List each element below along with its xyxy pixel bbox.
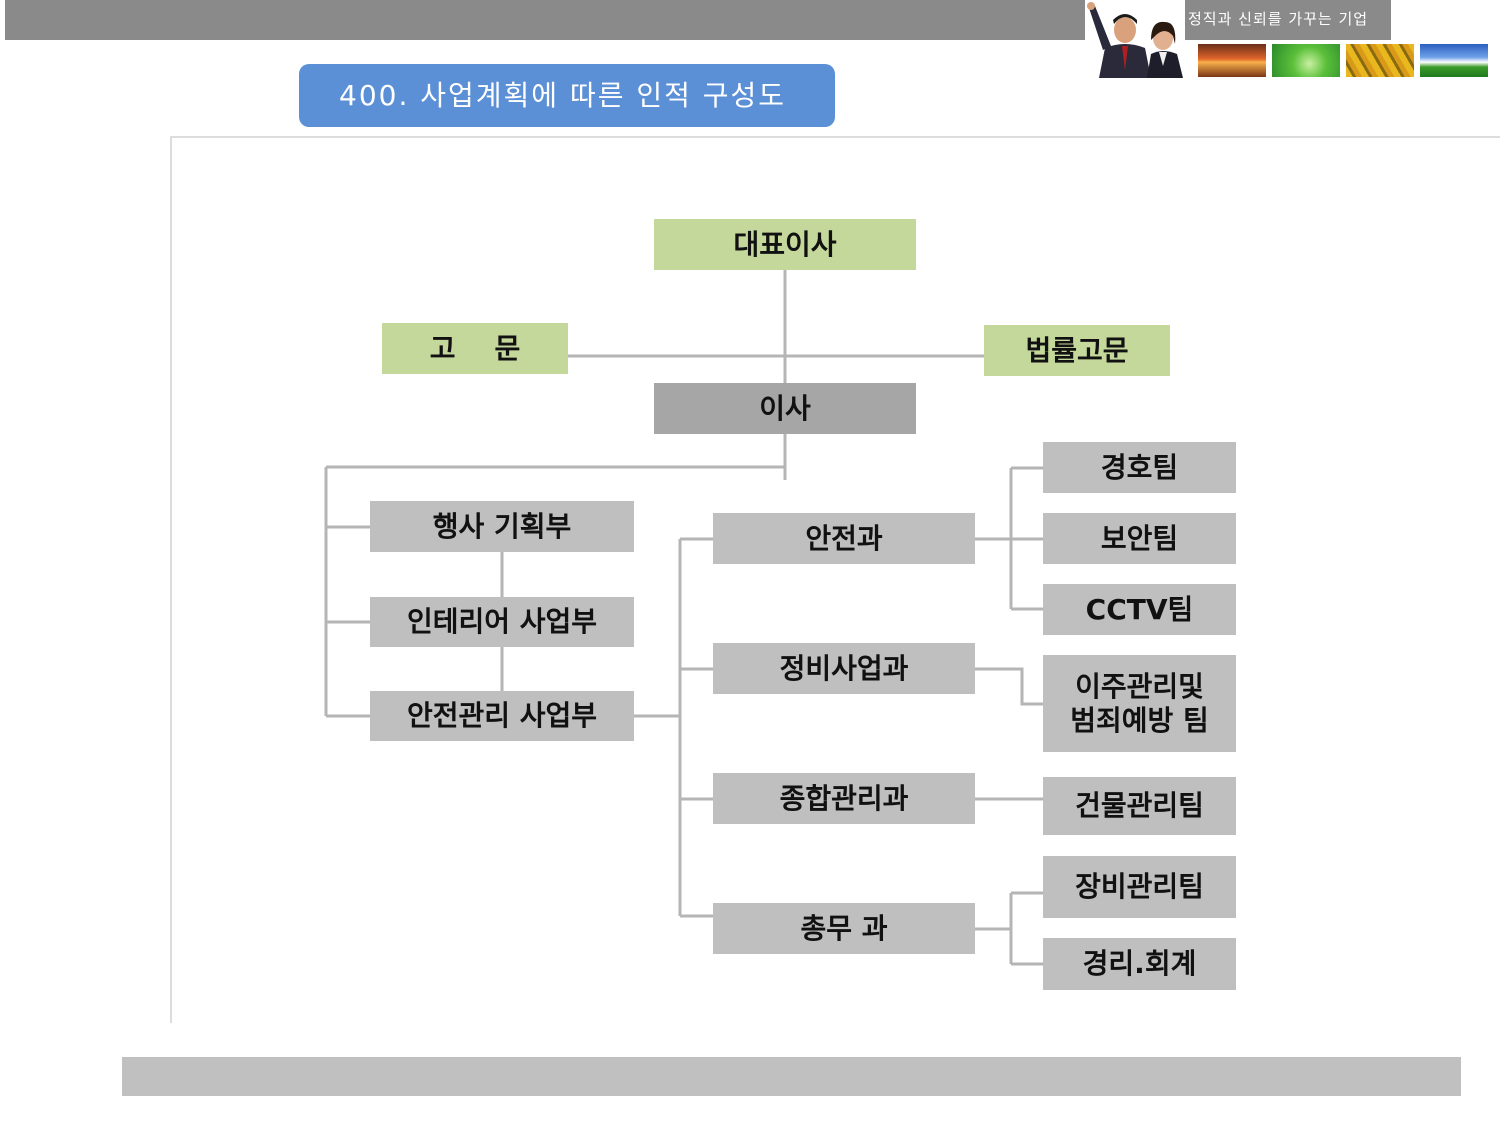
node-sec-safety: 안전과 — [713, 513, 975, 564]
content-frame-top — [170, 136, 1500, 138]
node-team-relocation: 이주관리및 범죄예방 팀 — [1043, 655, 1236, 752]
leaf-thumbnail — [1272, 44, 1340, 77]
node-team-accounting: 경리.회계 — [1043, 938, 1236, 990]
landscape-thumbnail — [1420, 44, 1488, 77]
node-team-equipment: 장비관리팀 — [1043, 856, 1236, 918]
node-team-security: 보안팀 — [1043, 513, 1236, 564]
node-team-cctv: CCTV팀 — [1043, 584, 1236, 635]
company-slogan: 정직과 신뢰를 가꾸는 기업 — [1188, 10, 1369, 28]
node-sec-maintenance: 정비사업과 — [713, 643, 975, 694]
node-dept-safety: 안전관리 사업부 — [370, 691, 634, 741]
footer-bar — [122, 1057, 1461, 1096]
node-sec-general: 종합관리과 — [713, 773, 975, 824]
node-director: 이사 — [654, 383, 916, 434]
people-illustration — [1085, 0, 1185, 78]
node-ceo: 대표이사 — [654, 219, 916, 270]
page-title: 400. 사업계획에 따른 인적 구성도 — [299, 64, 835, 127]
sunset-thumbnail — [1198, 44, 1266, 77]
content-frame-left — [170, 136, 172, 1023]
node-legal-advisor: 법률고문 — [984, 325, 1170, 376]
connector-team-relocation — [975, 667, 1043, 706]
node-advisor: 고 문 — [382, 323, 568, 374]
node-team-guard: 경호팀 — [1043, 442, 1236, 493]
node-team-building: 건물관리팀 — [1043, 777, 1236, 835]
node-dept-event: 행사 기획부 — [370, 501, 634, 552]
node-sec-admin: 총무 과 — [713, 903, 975, 954]
node-dept-interior: 인테리어 사업부 — [370, 597, 634, 647]
autumn-thumbnail — [1346, 44, 1414, 77]
